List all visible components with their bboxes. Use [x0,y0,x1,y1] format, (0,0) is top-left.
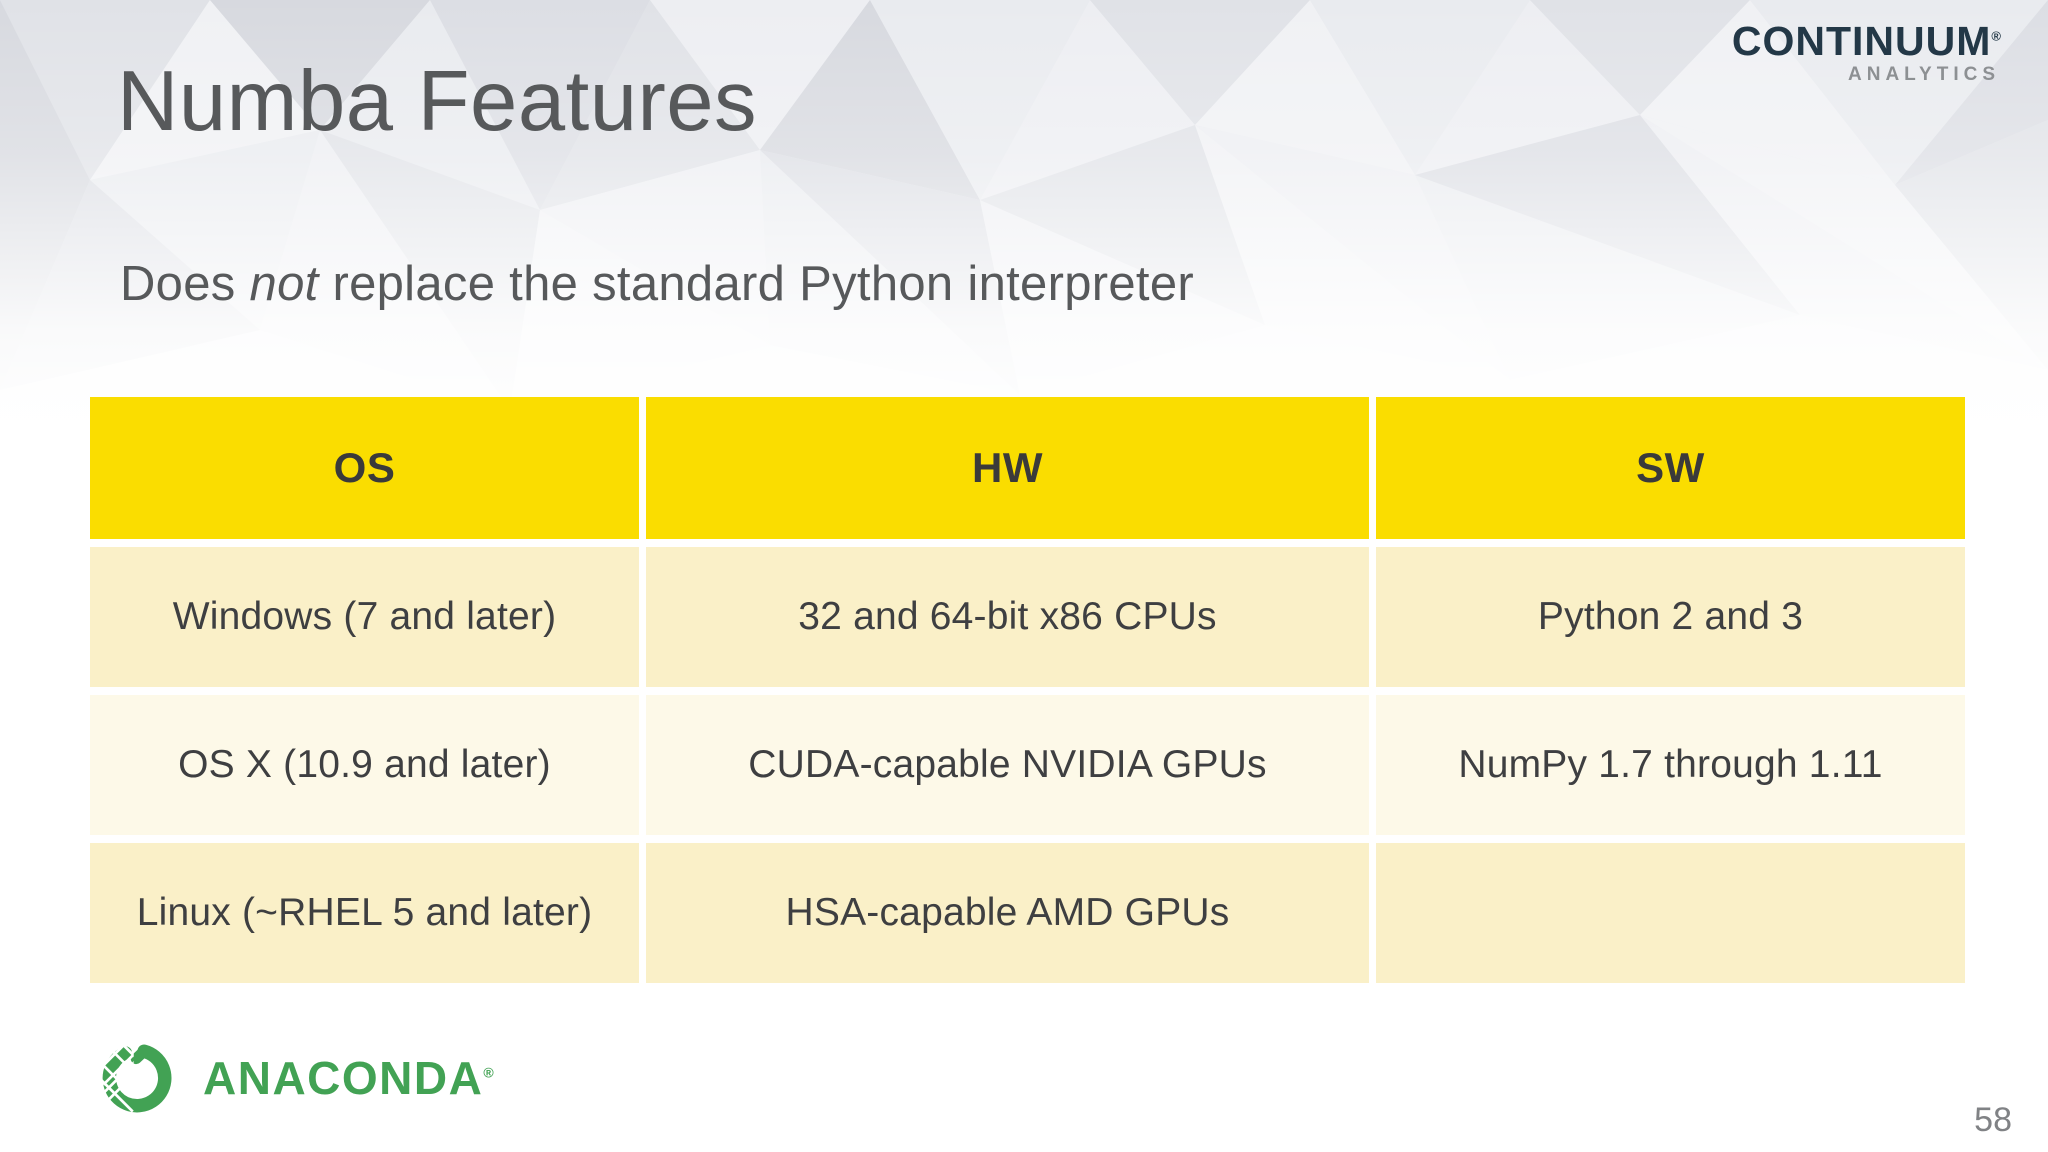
subtitle-suffix: replace the standard Python interpreter [318,257,1195,311]
table-header-cell-hw: HW [646,397,1369,539]
anaconda-logo: ANACONDA® [95,1036,495,1120]
table-header-cell-os: OS [90,397,639,539]
table-cell: HSA-capable AMD GPUs [646,843,1369,983]
compatibility-table: OS HW SW Windows (7 and later) 32 and 64… [90,397,1965,983]
subtitle-prefix: Does [120,257,250,311]
table-cell: Linux (~RHEL 5 and later) [90,843,639,983]
subtitle: Does not replace the standard Python int… [120,256,1194,312]
table-cell: 32 and 64-bit x86 CPUs [646,547,1369,687]
continuum-wordmark: CONTINUUM® [1731,18,2002,64]
background-triangle-pattern [0,0,2048,440]
continuum-wordmark-text: CONTINUUM [1731,18,1992,64]
anaconda-wordmark: ANACONDA® [203,1055,495,1101]
page-number: 58 [1974,1101,2012,1139]
table-cell: Windows (7 and later) [90,547,639,687]
table-cell: CUDA-capable NVIDIA GPUs [646,695,1369,835]
registered-trademark-icon: ® [483,1064,496,1081]
table-header-cell-sw: SW [1376,397,1965,539]
anaconda-wordmark-text: ANACONDA [203,1052,484,1104]
subtitle-emphasis: not [249,257,319,311]
table-cell: OS X (10.9 and later) [90,695,639,835]
page-title: Numba Features [117,54,758,149]
table-cell: NumPy 1.7 through 1.11 [1376,695,1965,835]
registered-trademark-icon: ® [1991,28,2002,44]
continuum-logo: CONTINUUM® ANALYTICS [1731,18,2002,86]
anaconda-ring-icon [95,1036,172,1113]
continuum-tagline: ANALYTICS [1848,64,2000,86]
table-cell: Python 2 and 3 [1376,547,1965,687]
table-cell [1376,843,1965,983]
